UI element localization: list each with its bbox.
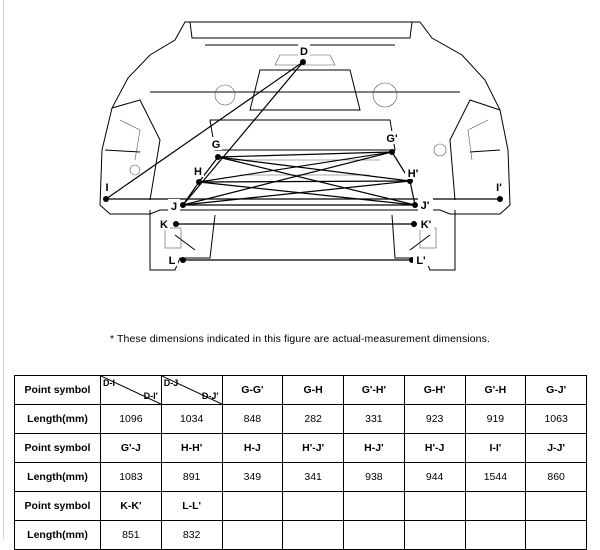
- table-row: Length(mm) 851 832: [14, 520, 587, 550]
- length-cell: 848: [221, 404, 284, 434]
- length-cell: 1063: [525, 404, 587, 434]
- point-label-I: I: [105, 182, 108, 194]
- body-outline: [99, 21, 511, 271]
- point-label-G: G: [212, 139, 221, 151]
- point-label-D: D: [300, 46, 308, 58]
- symbol-cell: H'-J': [282, 433, 344, 463]
- empty-cell: [464, 520, 527, 550]
- length-cell: 1544: [464, 462, 527, 492]
- empty-cell: [282, 520, 344, 550]
- length-cell: 944: [403, 462, 466, 492]
- symbol-cell: H-H': [160, 433, 223, 463]
- body-details: [119, 54, 489, 249]
- point-label-K-prime: K': [421, 219, 432, 231]
- symbol-cell: G'-J: [100, 433, 162, 463]
- symbol-cell: G-H': [403, 375, 466, 405]
- row-label-point-symbol: Point symbol: [14, 433, 101, 463]
- symbol-cell: H-J: [221, 433, 284, 463]
- length-cell: 938: [343, 462, 405, 492]
- point-label-K: K: [160, 219, 168, 231]
- symbol-cell: I-I': [464, 433, 527, 463]
- length-cell: 282: [282, 404, 344, 434]
- row-label-point-symbol: Point symbol: [14, 491, 101, 521]
- empty-cell: [343, 491, 405, 521]
- row-label-point-symbol: Point symbol: [14, 375, 101, 405]
- symbol-cell: G'-H: [464, 375, 527, 405]
- length-cell: 1096: [100, 404, 162, 434]
- measurement-note: * These dimensions indicated in this fig…: [110, 333, 490, 345]
- vehicle-body-dimension-figure: D G G' H H' I I' J J' K K' L L': [99, 21, 511, 271]
- row-label-length: Length(mm): [14, 404, 101, 434]
- empty-cell: [343, 520, 405, 550]
- table-row: Length(mm) 1083 891 349 341 938 944 1544…: [14, 462, 587, 492]
- point-label-L: L: [169, 255, 176, 267]
- length-cell: 349: [221, 462, 284, 492]
- table-row: Point symbol K-K' L-L': [14, 491, 587, 521]
- table-row: Length(mm) 1096 1034 848 282 331 923 919…: [14, 404, 587, 434]
- empty-cell: [221, 491, 284, 521]
- symbol-cell: H-J': [343, 433, 405, 463]
- diag-bottom-right: D-I': [143, 391, 158, 401]
- point-label-I-prime: I': [496, 182, 502, 194]
- symbol-cell: L-L': [160, 491, 223, 521]
- empty-cell: [403, 491, 466, 521]
- measurement-points: [103, 59, 503, 263]
- empty-cell: [464, 491, 527, 521]
- length-cell: 341: [282, 462, 344, 492]
- length-cell: 923: [403, 404, 466, 434]
- symbol-cell: G'-H': [343, 375, 405, 405]
- diag-bottom-right: D-J': [201, 391, 219, 401]
- length-cell: 1083: [100, 462, 162, 492]
- row-label-length: Length(mm): [14, 462, 101, 492]
- length-cell: 919: [464, 404, 527, 434]
- empty-cell: [221, 520, 284, 550]
- empty-cell: [282, 491, 344, 521]
- row-label-length: Length(mm): [14, 520, 101, 550]
- point-label-J: J: [171, 201, 177, 213]
- length-cell: 851: [100, 520, 162, 550]
- measurement-lines: [105, 61, 500, 261]
- diagonal-header-d-i: D-I D-I': [100, 375, 162, 405]
- point-label-G-prime: G': [386, 133, 398, 145]
- symbol-cell: H'-J: [403, 433, 466, 463]
- symbol-cell: G-G': [221, 375, 284, 405]
- table-row: Point symbol G'-J H-H' H-J H'-J' H-J' H'…: [14, 433, 587, 463]
- symbol-cell: K-K': [100, 491, 162, 521]
- length-cell: 860: [525, 462, 587, 492]
- symbol-cell: G-J': [525, 375, 587, 405]
- point-label-J-prime: J': [421, 200, 430, 212]
- length-cell: 1034: [160, 404, 223, 434]
- point-label-H-prime: H': [408, 168, 419, 180]
- point-label-H: H: [194, 166, 202, 178]
- length-cell: 832: [160, 520, 223, 550]
- diag-top-left: D-J: [163, 378, 179, 388]
- empty-cell: [525, 520, 587, 550]
- table-row: Point symbol D-I D-I' D-J D-J' G-G' G-H …: [14, 375, 587, 405]
- page-edge-rule: [3, 0, 4, 539]
- empty-cell: [525, 491, 587, 521]
- length-cell: 331: [343, 404, 405, 434]
- symbol-cell: G-H: [282, 375, 344, 405]
- diagonal-header-d-j: D-J D-J': [160, 375, 223, 405]
- dimension-table: Point symbol D-I D-I' D-J D-J' G-G' G-H …: [14, 375, 587, 550]
- length-cell: 891: [160, 462, 223, 492]
- symbol-cell: J-J': [525, 433, 587, 463]
- diag-top-left: D-I: [103, 378, 115, 388]
- empty-cell: [403, 520, 466, 550]
- point-label-L-prime: L': [416, 255, 426, 267]
